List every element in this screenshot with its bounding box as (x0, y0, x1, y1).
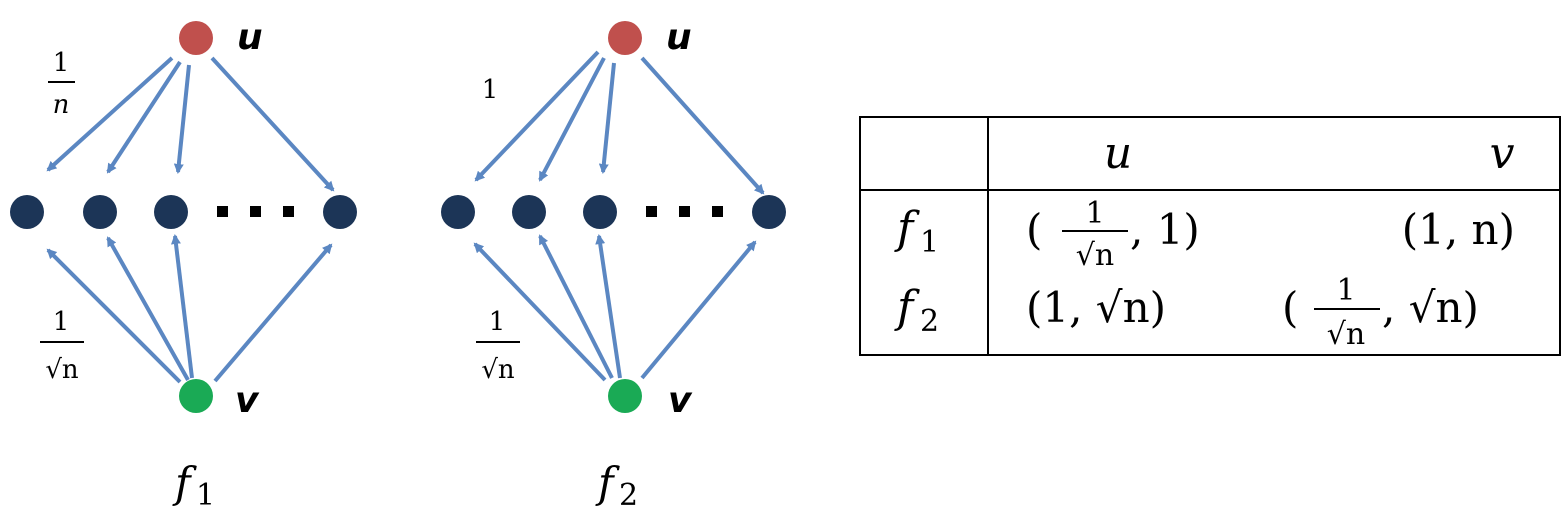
node-u-f2 (608, 21, 642, 55)
caption-sub-f1: 1 (196, 478, 215, 513)
caption-base-f1: f (172, 458, 197, 507)
node-label-v-f1: v (235, 380, 260, 421)
bottom-weight-denominator-f1: √n (45, 355, 79, 385)
node-mid-4-f2 (752, 195, 786, 229)
node-mid-4-f1 (323, 195, 357, 229)
top-weight-f1: 1 n (48, 48, 75, 120)
ellipsis-dots-f2 (646, 206, 723, 217)
table-cell-f1-u-frac-den: √n (1076, 238, 1114, 273)
caption-sub-f2: 2 (619, 478, 638, 513)
node-mid-2-f1 (83, 195, 117, 229)
node-label-u-f2: u (666, 17, 692, 58)
edges-f1 (46, 56, 335, 384)
edge-from-u-2-f2 (538, 57, 606, 182)
edge-from-u-3-f1 (173, 64, 191, 174)
value-table: u v f 1 ( 1 √n , 1) (1, n) f 2 (1, √n) (… (859, 116, 1561, 356)
table-row-label-sub-f2: 2 (920, 304, 939, 339)
node-mid-2-f2 (512, 195, 546, 229)
caption-f2: f 2 (595, 458, 638, 513)
table-row-f2: f 2 (1, √n) ( 1 √n , √n) (894, 273, 1479, 352)
bottom-weight-f1: 1 √n (40, 307, 84, 385)
node-mid-3-f2 (583, 195, 617, 229)
edge-from-v-3-f1 (170, 234, 194, 379)
edge-from-u-1-f1 (46, 56, 174, 172)
bottom-weight-denominator-f2: √n (481, 355, 515, 385)
edge-from-v-2-f1 (106, 236, 190, 381)
table-row-label-sub-f1: 1 (920, 225, 939, 260)
caption-f1: f 1 (172, 458, 215, 513)
node-mid-1-f1 (10, 195, 44, 229)
edge-from-u-2-f1 (106, 60, 182, 174)
top-weight-numerator-f1: 1 (53, 48, 70, 78)
edge-from-v-2-f2 (538, 234, 614, 379)
bottom-weight-numerator-f1: 1 (53, 307, 70, 337)
table-header-v: v (1490, 128, 1515, 179)
table-cell-f2-v-frac-num: 1 (1336, 273, 1355, 308)
table-cell-f2-v-frac-den: √n (1327, 317, 1365, 352)
edge-from-v-1-f2 (473, 242, 607, 382)
table-cell-f2-v-rest: , √n) (1382, 283, 1479, 332)
table-header-u: u (1104, 128, 1132, 179)
top-weight-f2: 1 (482, 75, 499, 105)
table-cell-f1-u-open: ( (1026, 205, 1042, 254)
edges-f2 (473, 50, 765, 382)
node-label-v-f2: v (668, 380, 693, 421)
table-row-label-base-f2: f (894, 282, 920, 333)
table-cell-f2-u: (1, √n) (1026, 283, 1166, 332)
table-row-label-base-f1: f (894, 203, 920, 254)
node-v-f2 (608, 379, 642, 413)
bottom-weight-numerator-f2: 1 (489, 307, 506, 337)
table-cell-f1-u-frac-num: 1 (1085, 196, 1104, 231)
diagram-f1: u v 1 n 1 √n f 1 (10, 17, 357, 513)
table-border (859, 116, 1561, 356)
top-weight-denominator-f1: n (53, 90, 70, 120)
table-cell-f1-v: (1, n) (1402, 205, 1515, 254)
node-mid-3-f1 (154, 195, 188, 229)
table-cell-f1-u-rest: , 1) (1130, 205, 1200, 254)
edge-from-u-4-f2 (640, 56, 765, 195)
edge-from-u-3-f2 (598, 62, 616, 174)
edge-from-u-4-f1 (210, 56, 335, 192)
caption-base-f2: f (595, 458, 620, 507)
node-mid-1-f2 (441, 195, 475, 229)
bottom-weight-f2: 1 √n (476, 307, 520, 385)
edge-from-v-4-f2 (640, 240, 757, 380)
edge-from-v-1-f1 (46, 248, 182, 384)
table-cell-f2-v-open: ( (1282, 283, 1298, 332)
node-u-f1 (179, 21, 213, 55)
node-label-u-f1: u (237, 17, 263, 58)
node-v-f1 (179, 379, 213, 413)
edge-from-u-1-f2 (474, 50, 600, 182)
edge-from-v-4-f1 (213, 243, 333, 383)
edge-from-v-3-f2 (595, 234, 622, 379)
diagram-f2: u v 1 1 √n f 2 (441, 17, 786, 513)
ellipsis-dots-f1 (217, 206, 294, 217)
